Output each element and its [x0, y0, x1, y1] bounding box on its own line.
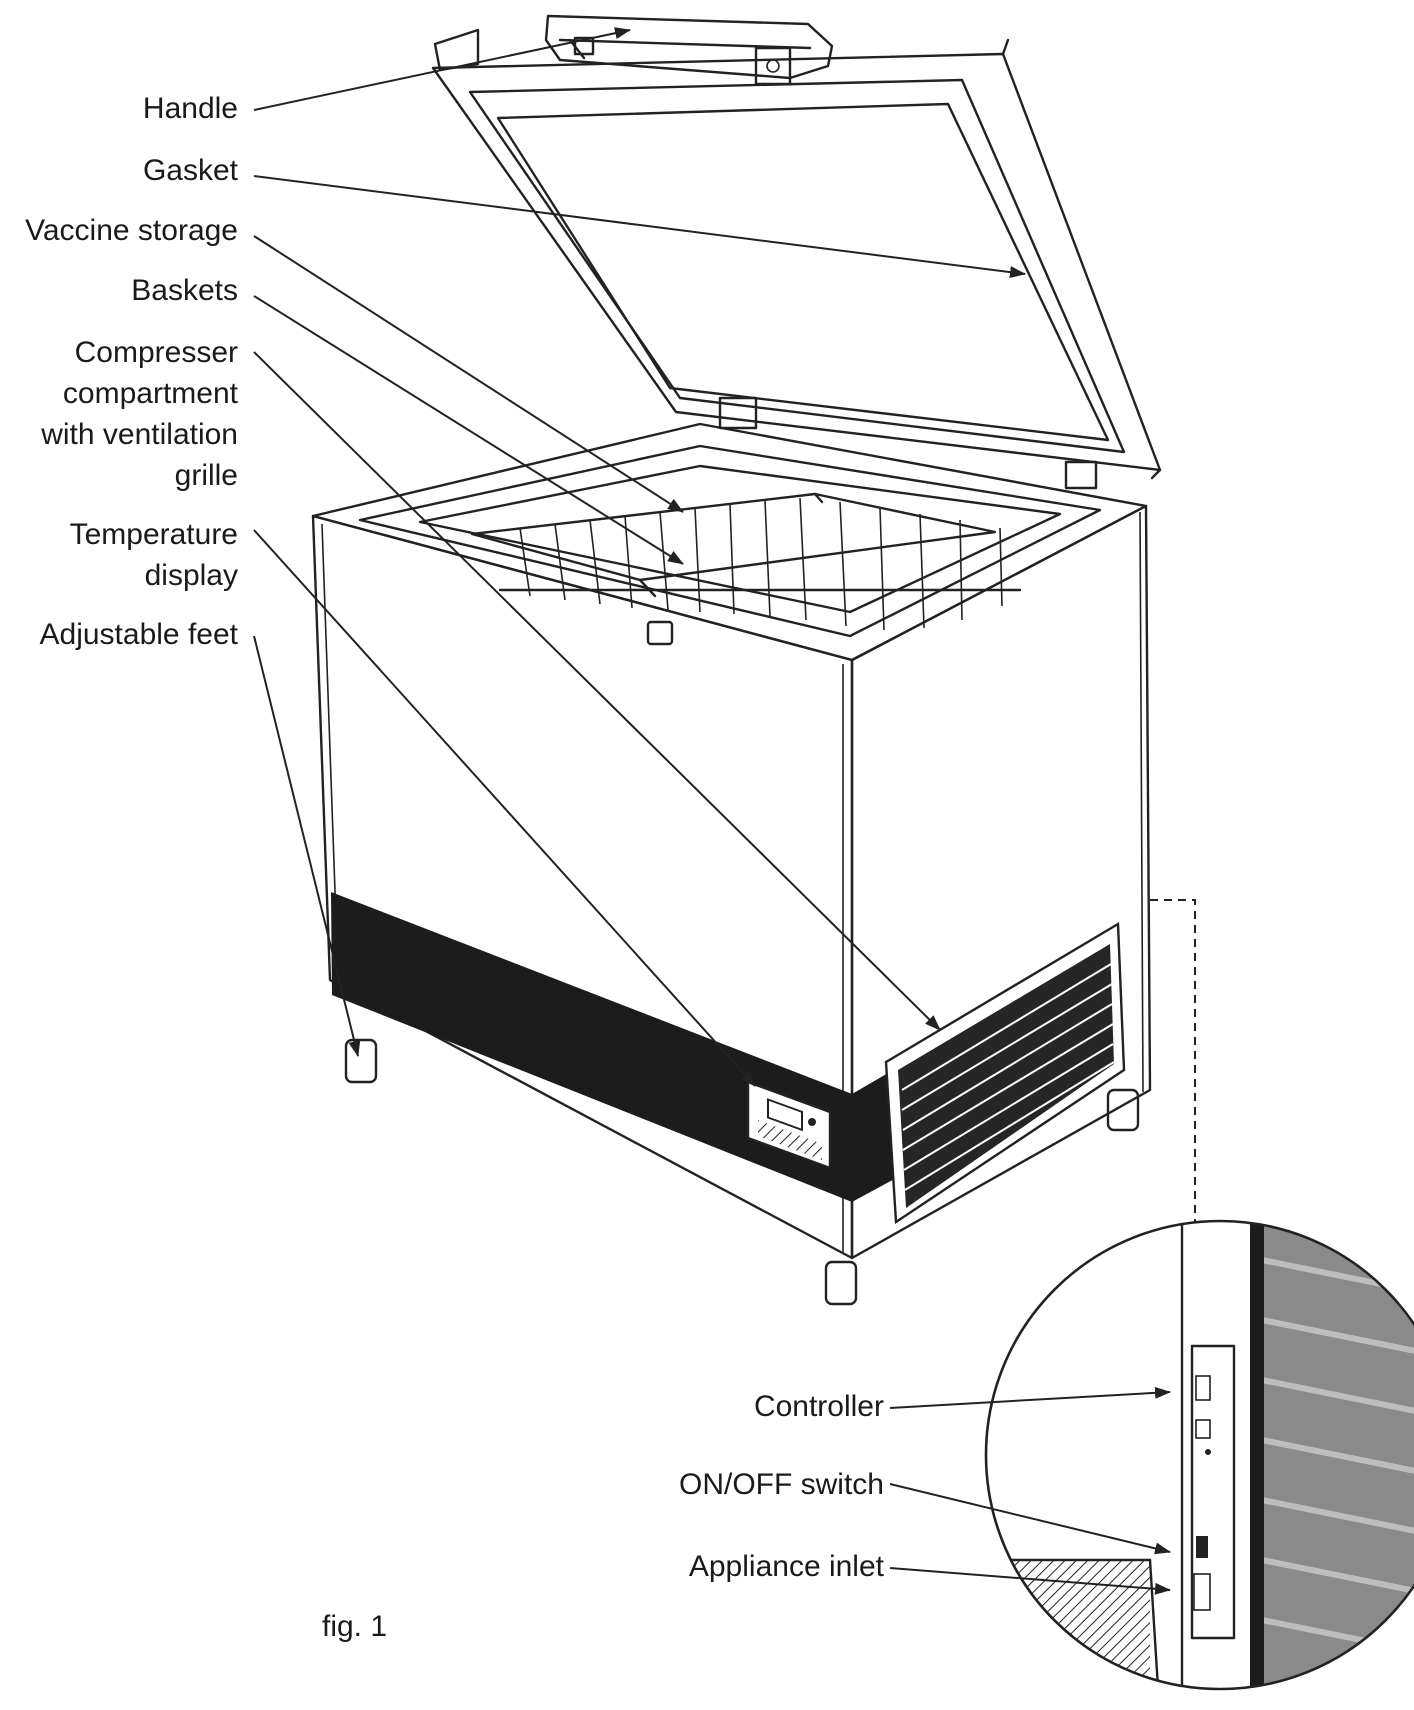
label-compressor-line2: compartment	[62, 377, 238, 410]
leader-on-off-switch	[889, 1483, 1171, 1555]
label-compressor-compartment: Compresser compartment with ventilation …	[41, 332, 238, 496]
leader-temperature-display	[253, 529, 756, 1087]
label-handle: Handle	[142, 92, 238, 125]
label-gasket: Gasket	[142, 154, 238, 187]
hinge-left	[718, 396, 758, 430]
ventilation-grille	[884, 921, 1126, 1225]
leader-lines	[253, 27, 1171, 1595]
leader-handle	[253, 27, 631, 111]
feet	[344, 1038, 1140, 1306]
figure-caption: fig. 1	[322, 1610, 388, 1643]
zoom-connector	[1150, 899, 1196, 1288]
leader-controller	[889, 1386, 1171, 1409]
label-temperature-line2: display	[144, 559, 238, 592]
leader-appliance-inlet	[889, 1567, 1171, 1595]
leader-compressor	[253, 351, 941, 1031]
label-compressor-line1: Compresser	[74, 336, 238, 369]
cabinet	[311, 422, 1152, 1260]
lid-handle	[433, 14, 834, 86]
temperature-display-panel	[746, 1080, 832, 1170]
lid	[431, 38, 1162, 480]
label-compressor-line3: with ventilation	[41, 418, 238, 451]
label-baskets: Baskets	[131, 274, 238, 307]
leader-vaccine-storage	[253, 235, 684, 513]
label-on-off-switch: ON/OFF switch	[678, 1468, 884, 1501]
detail-zoom-circle	[984, 1219, 1414, 1691]
hinge-right	[1064, 460, 1098, 490]
label-controller: Controller	[753, 1390, 884, 1423]
label-adjustable-feet: Adjustable feet	[39, 618, 238, 651]
latch	[646, 620, 674, 646]
label-compressor-line4: grille	[174, 459, 238, 492]
leader-adjustable-feet	[253, 635, 361, 1057]
label-temperature-line1: Temperature	[69, 518, 238, 551]
label-appliance-inlet: Appliance inlet	[688, 1550, 884, 1583]
label-vaccine-storage: Vaccine storage	[25, 214, 238, 247]
label-temperature-display: Temperature display	[70, 514, 238, 596]
leader-baskets	[253, 295, 684, 565]
front-band	[331, 892, 852, 1202]
leader-gasket	[253, 175, 1026, 279]
baskets	[470, 492, 1022, 631]
